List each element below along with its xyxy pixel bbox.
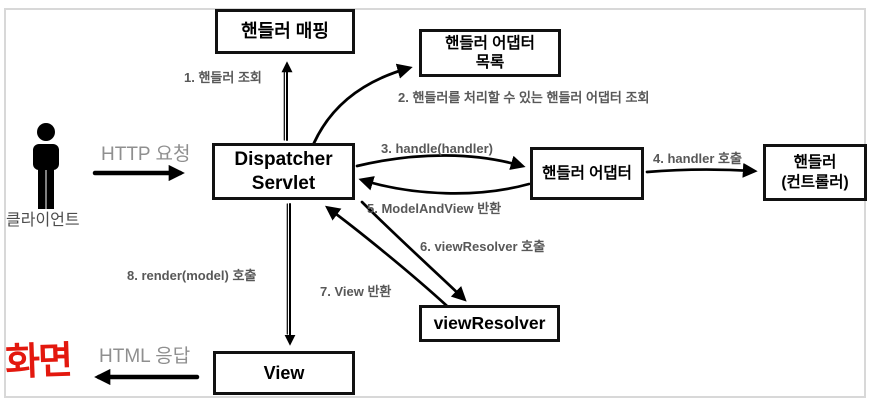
step-label-6: 6. viewResolver 호출 <box>420 239 546 254</box>
screen-note: 화면 <box>4 339 72 385</box>
step-label-2: 2. 핸들러를 처리할 수 있는 핸들러 어댑터 조회 <box>398 90 650 105</box>
arrow-step-5 <box>358 176 531 195</box>
arrow-step-7 <box>325 205 449 308</box>
step-label-3: 3. handle(handler) <box>381 141 493 156</box>
client-person-icon <box>33 123 59 209</box>
arrow-step-2 <box>312 63 413 145</box>
html-response-label: HTML 응답 <box>99 346 191 367</box>
box-handler-controller: 핸들러 (컨트롤러) <box>763 144 867 201</box>
box-view: View <box>213 351 355 395</box>
step-label-5: 5. ModelAndView 반환 <box>367 201 502 216</box>
box-handler-mapping: 핸들러 매핑 <box>215 9 355 54</box>
step-label-1: 1. 핸들러 조회 <box>184 70 262 85</box>
step-label-4: 4. handler 호출 <box>653 151 742 166</box>
arrow-step-6 <box>360 200 467 302</box>
box-view-resolver: viewResolver <box>419 305 560 342</box>
client-label: 클라이언트 <box>6 212 80 229</box>
arrow-step-3 <box>355 154 526 170</box>
box-handler-adapter: 핸들러 어댑터 <box>530 147 644 200</box>
arrow-step-4 <box>645 162 758 178</box>
box-handler-adapter-list: 핸들러 어댑터 목록 <box>419 29 561 77</box>
http-request-label: HTTP 요청 <box>101 144 191 165</box>
step-label-7: 7. View 반환 <box>320 284 392 299</box>
step-label-8: 8. render(model) 호출 <box>127 268 257 283</box>
box-dispatcher-servlet: Dispatcher Servlet <box>212 143 355 200</box>
